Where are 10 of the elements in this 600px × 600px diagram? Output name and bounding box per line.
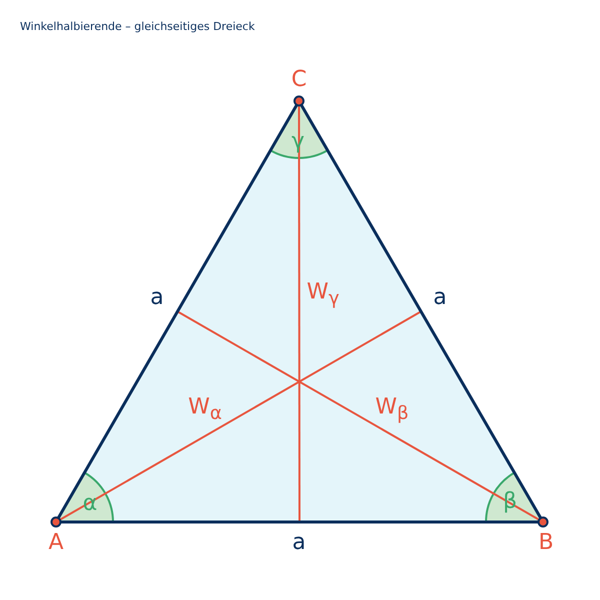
vertex-label: C (291, 69, 307, 91)
side-label: a (292, 532, 306, 554)
side-label: a (433, 287, 447, 309)
bisector-label: W$_{γ}$ (306, 282, 340, 308)
diagram-title: Winkelhalbierende – gleichseitiges Dreieck (20, 20, 255, 33)
bisector-label: W$_{β}$ (375, 396, 409, 424)
vertex-label: B (538, 532, 554, 554)
side-label: a (150, 287, 164, 309)
bisector-label: W$_{α}$ (188, 396, 222, 424)
vertex-label: A (48, 532, 64, 554)
